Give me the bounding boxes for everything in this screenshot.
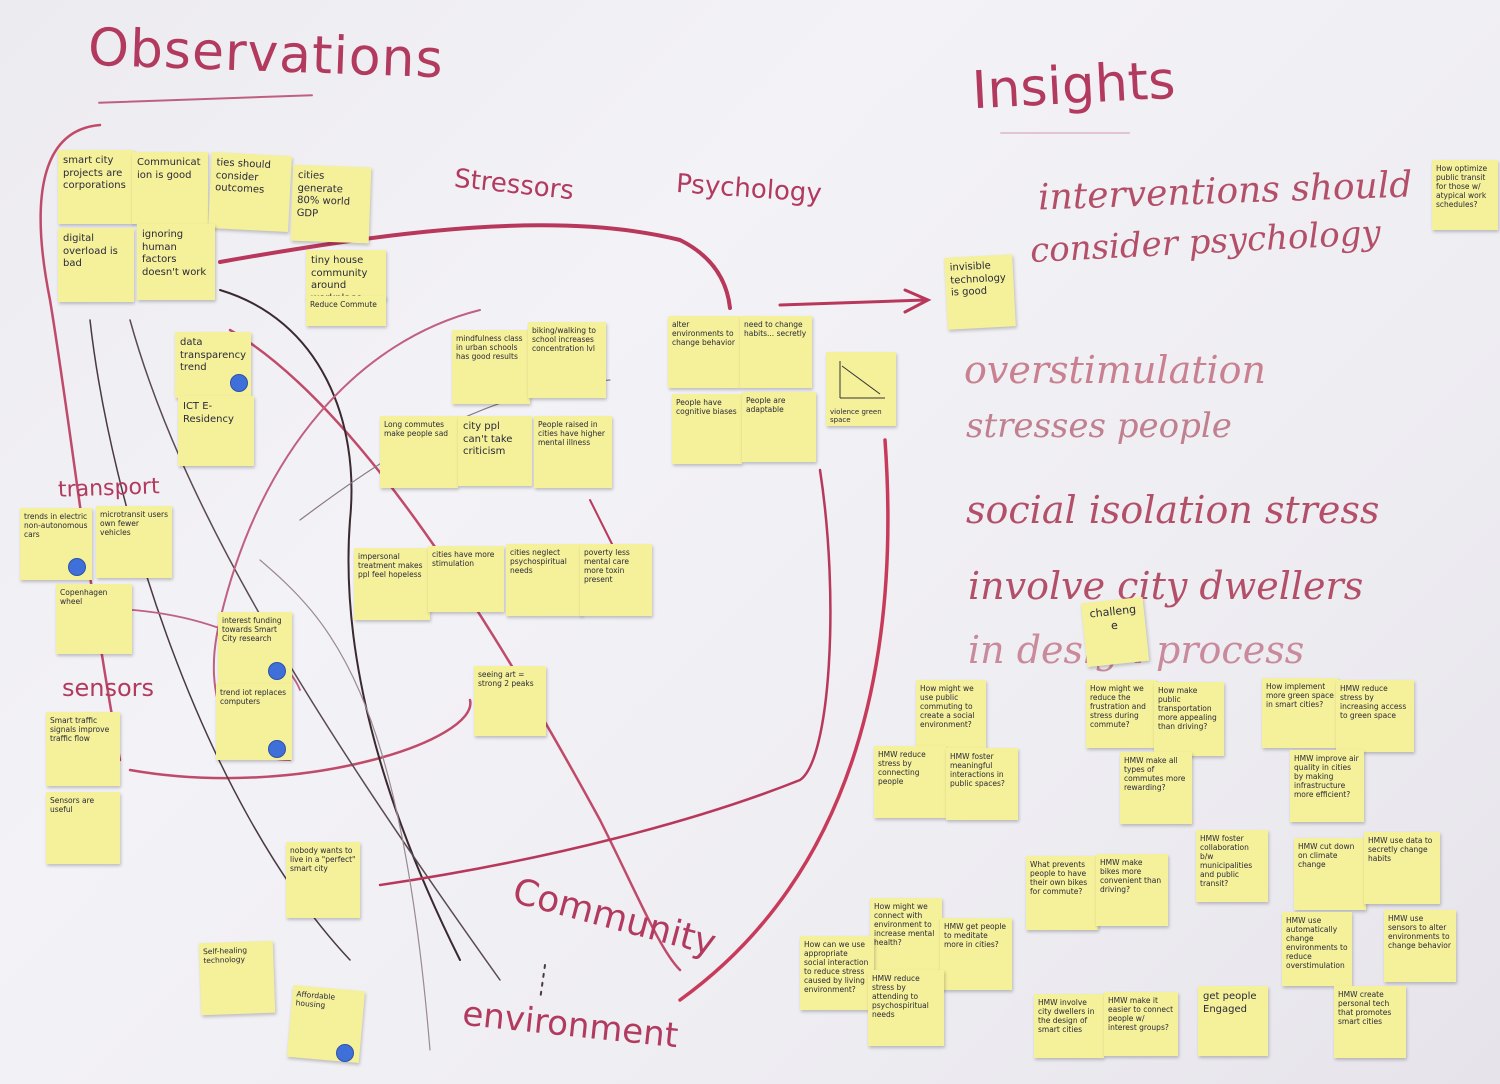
sticky-note: need to change habits... secretly [740, 316, 812, 388]
sticky-note: HMW use data to secretly change habits [1364, 832, 1440, 904]
sticky-note: cities have more stimulation [428, 546, 504, 612]
sticky-note: alter environments to change behavior [668, 316, 740, 388]
sticky-note: HMW make it easier to connect people w/ … [1104, 992, 1178, 1056]
heading-insights: Insights [970, 50, 1177, 122]
sticky-note: get people Engaged [1198, 986, 1268, 1056]
dotted-community-env [539, 964, 546, 1001]
red-line-right [678, 438, 890, 1002]
blue-dot-sticker [230, 374, 248, 392]
sticky-note: cities neglect psychospiritual needs [506, 544, 582, 616]
heading-transport: transport [57, 474, 161, 503]
blue-dot-sticker [268, 662, 286, 680]
sticky-note-violence-graph: violence green space [826, 352, 896, 426]
sticky-note: biking/walking to school increases conce… [528, 322, 606, 398]
sticky-note: People raised in cities have higher ment… [534, 416, 612, 488]
sticky-note: poverty less mental care more toxin pres… [580, 544, 652, 616]
sticky-note: Communication is good [132, 152, 208, 224]
sticky-note: ignoring human factors doesn't work [137, 224, 215, 300]
sticky-note: Reduce Commute [306, 296, 386, 326]
blue-dot-sticker [336, 1044, 354, 1062]
sticky-note: HMW create personal tech that promotes s… [1334, 986, 1406, 1058]
blue-dot-sticker [68, 558, 86, 576]
sticky-note: People have cognitive biases [672, 394, 742, 464]
sticky-note: HMW reduce stress by increasing access t… [1336, 680, 1414, 752]
sticky-note: Sensors are useful [46, 792, 120, 864]
blue-dot-sticker [268, 740, 286, 758]
sticky-note: Smart traffic signals improve traffic fl… [46, 712, 120, 786]
sticky-note: seeing art = strong 2 peaks [474, 666, 546, 736]
sticky-note-challenge: challenge [1080, 596, 1150, 668]
insight-line-3: overstimulation [964, 348, 1267, 392]
sticky-note: What prevents people to have their own b… [1026, 856, 1098, 930]
sticky-note: How optimize public transit for those w/… [1432, 160, 1498, 230]
sticky-note: HMW cut down on climate change [1294, 838, 1366, 910]
red-line-stressors [589, 499, 616, 551]
sticky-note: HMW use sensors to alter environments to… [1384, 910, 1456, 982]
violence-graph-caption: violence green space [830, 408, 882, 425]
insight-line-4: stresses people [966, 406, 1232, 446]
insight-line-5: social isolation stress [966, 488, 1380, 532]
heading-sensors: sensors [62, 674, 155, 702]
sticky-note: invisible technology is good [944, 254, 1016, 330]
sticky-note: How implement more green space in smart … [1262, 678, 1338, 748]
red-line-top-arrow [218, 223, 732, 310]
sticky-note: How might we connect with environment to… [870, 898, 942, 970]
sticky-note: impersonal treatment makes ppl feel hope… [354, 548, 430, 620]
sticky-note: HMW get people to meditate more in citie… [940, 918, 1012, 990]
sticky-note: How can we use appropriate social intera… [800, 936, 874, 1010]
sticky-note: How might we reduce the frustration and … [1086, 680, 1156, 748]
red-curve-psych [378, 468, 832, 887]
pencil-line-2 [259, 559, 431, 1051]
sticky-note: HMW make bikes more convenient than driv… [1096, 854, 1168, 926]
sticky-note: HMW foster meaningful interactions in pu… [946, 748, 1018, 820]
sticky-note: city ppl can't take criticism [458, 416, 532, 486]
sticky-note: Copenhagen wheel [56, 584, 132, 654]
sticky-note: ICT E-Residency [178, 396, 254, 466]
sticky-note: HMW foster collaboration b/w municipalit… [1196, 830, 1268, 902]
sticky-note: How make public transportation more appe… [1154, 682, 1224, 756]
sticky-note: smart city projects are corporations [58, 150, 134, 224]
sticky-note: ties should consider outcomes [208, 151, 292, 233]
sticky-note: HMW reduce stress by attending to psycho… [868, 970, 944, 1046]
sticky-note: HMW make all types of commutes more rewa… [1120, 752, 1192, 824]
sticky-note: HMW reduce stress by connecting people [874, 746, 946, 818]
red-arrow-to-invisible [778, 298, 927, 307]
heading-observations: Observations [87, 17, 445, 91]
violence-green-space-graph-sketch [839, 361, 885, 399]
dark-curve-1 [219, 289, 461, 961]
red-line-transport [128, 698, 472, 780]
insight-line-6: involve city dwellers [968, 564, 1364, 608]
red-arrowhead [903, 288, 932, 314]
sticky-note: nobody wants to live in a "perfect" smar… [286, 842, 360, 918]
sticky-note: HMW improve air quality in cities by mak… [1290, 750, 1364, 822]
insights-underline [1000, 132, 1130, 134]
sticky-note: How might we use public commuting to cre… [916, 680, 986, 750]
sticky-note: data transparency trend [175, 332, 251, 398]
sticky-note: HMW use automatically change environment… [1282, 912, 1352, 986]
sticky-note: People are adaptable [742, 392, 816, 462]
sticky-note: mindfulness class in urban schools has g… [452, 330, 530, 404]
sticky-note: Self-healing technology [198, 940, 276, 1016]
sticky-note: cities generate 80% world GDP [290, 164, 372, 244]
sticky-note: tiny house community around workplace [306, 250, 386, 300]
sticky-note: microtransit users own fewer vehicles [96, 506, 172, 578]
sticky-note: Long commutes make people sad [380, 416, 458, 488]
sticky-note: digital overload is bad [58, 228, 134, 302]
sticky-note: HMW involve city dwellers in the design … [1034, 994, 1104, 1058]
